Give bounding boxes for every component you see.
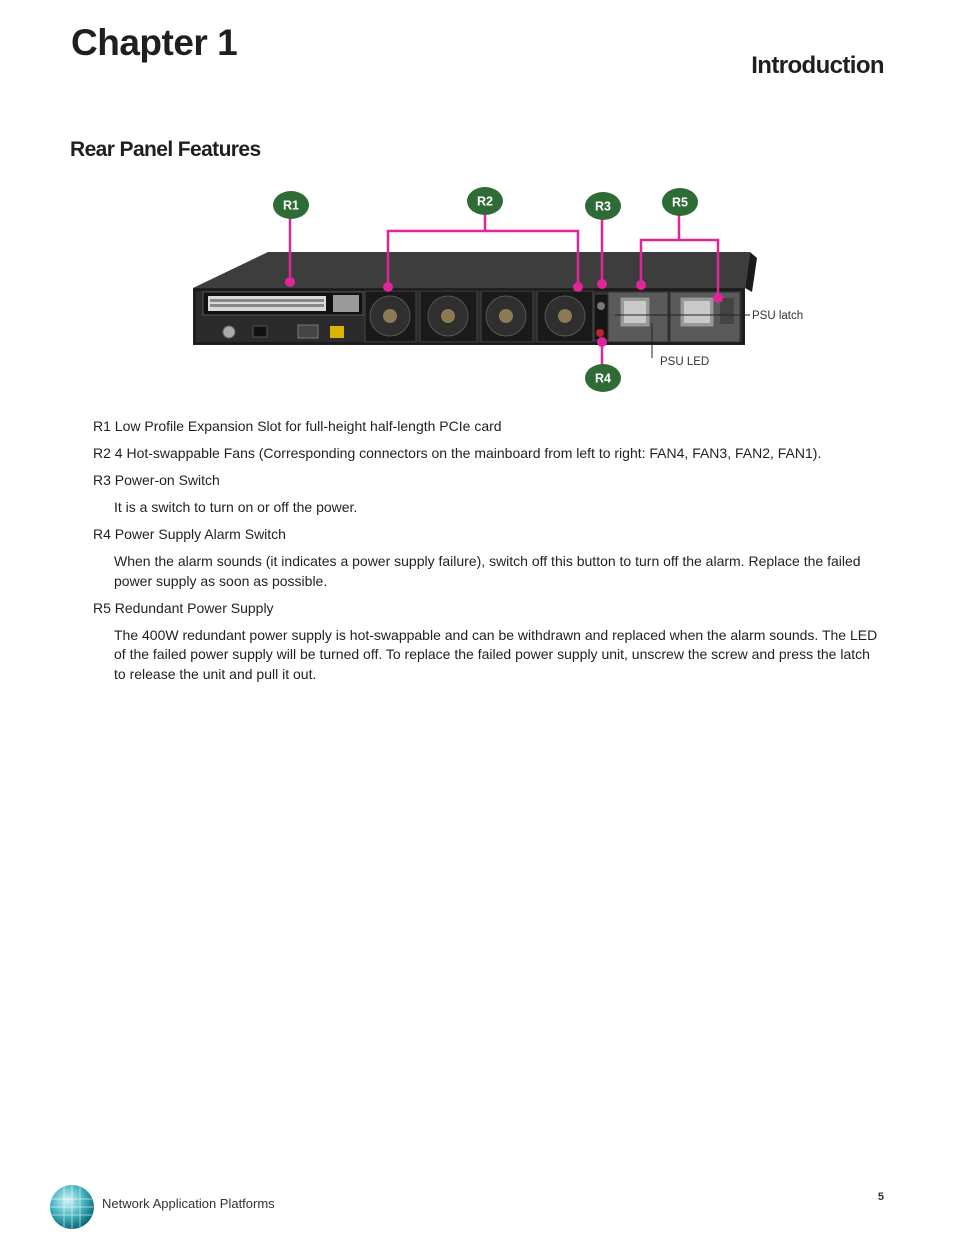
power-supply-unit-1	[607, 291, 669, 343]
subsection-title: Rear Panel Features	[70, 138, 261, 161]
alarm-switch	[596, 329, 604, 337]
company-logo-icon	[50, 1185, 94, 1229]
svg-text:R3: R3	[595, 200, 611, 214]
rear-panel-figure: PSU latch PSU LED R1 R2 R3 R5 R4	[193, 187, 803, 392]
io-ports	[222, 324, 344, 339]
psu-led-label: PSU LED	[660, 356, 709, 368]
power-supply-unit-2	[669, 291, 741, 343]
feature-list: R1 Low Profile Expansion Slot for full-h…	[93, 417, 884, 692]
feature-r5-label: R5 Redundant Power Supply	[93, 599, 274, 616]
badge-r4: R4	[585, 364, 621, 392]
fan-module-fan2	[480, 290, 534, 343]
psu-latch-label: PSU latch	[752, 310, 803, 322]
feature-r5-description: The 400W redundant power supply is hot-s…	[114, 626, 878, 682]
chassis-side	[745, 252, 757, 292]
chassis-top	[193, 252, 750, 288]
callout-dots	[285, 277, 723, 347]
power-switch	[597, 302, 605, 310]
section-title: Introduction	[751, 52, 884, 79]
badge-r2: R2	[467, 187, 503, 215]
feature-r1-label: R1 Low Profile Expansion Slot for full-h…	[93, 418, 502, 434]
badge-r1: R1	[273, 191, 309, 219]
expansion-slot	[202, 291, 364, 316]
svg-text:R4: R4	[595, 372, 611, 386]
badge-r5: R5	[662, 188, 698, 216]
feature-r3-label: R3 Power-on Switch	[93, 472, 220, 488]
chapter-title: Chapter 1	[71, 22, 238, 63]
feature-r4-description: When the alarm sounds (it indicates a po…	[114, 553, 861, 589]
svg-text:R2: R2	[477, 195, 493, 209]
svg-text:R5: R5	[672, 196, 688, 210]
feature-r2-label: R2 4 Hot-swappable Fans (Corresponding c…	[93, 445, 822, 461]
feature-r3-description: It is a switch to turn on or off the pow…	[114, 499, 358, 515]
footer-brand: Network Application Platforms	[102, 1196, 275, 1211]
page-number: 5	[877, 1191, 884, 1203]
fan-module-fan3	[419, 290, 478, 343]
fan-module-fan4	[364, 290, 417, 343]
svg-text:R1: R1	[283, 199, 299, 213]
feature-r4-label: R4 Power Supply Alarm Switch	[93, 526, 286, 542]
fan-module-fan1	[536, 290, 594, 343]
badge-r3: R3	[585, 192, 621, 220]
